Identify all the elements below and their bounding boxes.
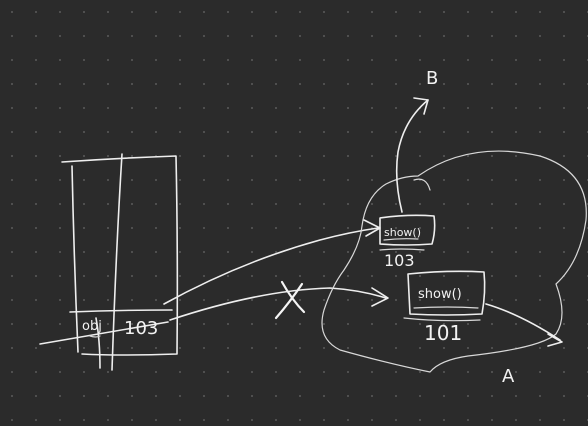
stack-variable-name: obj (82, 319, 102, 334)
reference-arrow-old (169, 287, 387, 321)
object-old-address: 101 (424, 321, 462, 345)
reference-arrow-old-head (371, 287, 389, 307)
class-a-label: A (502, 366, 515, 387)
object-box-new (379, 214, 436, 246)
object-new-method: show() (384, 226, 421, 239)
class-b-label: B (426, 68, 438, 89)
object-box-old (407, 270, 486, 316)
object-old-method: show() (418, 287, 462, 302)
reference-arrow-new (163, 227, 379, 305)
arrow-to-class-a (485, 303, 561, 341)
object-new-address: 103 (384, 251, 415, 270)
arrow-to-class-b (395, 99, 429, 213)
heap-region-outline (321, 150, 587, 373)
cross-out-mark (274, 280, 306, 320)
stack-frame (39, 153, 179, 371)
stack-variable-value: 103 (124, 318, 158, 339)
